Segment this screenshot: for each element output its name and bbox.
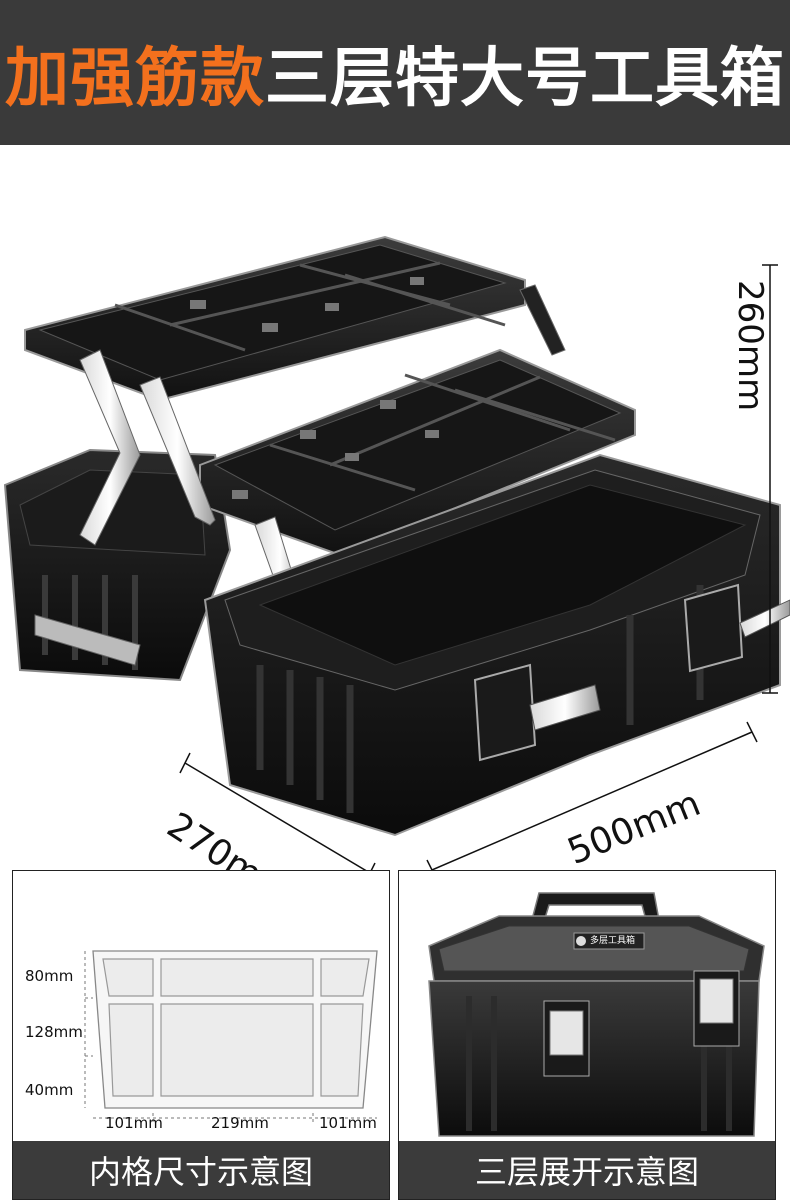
title-main-text: 三层特大号工具箱 <box>265 41 785 116</box>
col-label-right: 101mm <box>319 1114 377 1132</box>
row-label-bottom: 40mm <box>25 1081 74 1099</box>
closed-toolbox-panel: 多层工具箱 三层展开示意图 <box>398 870 776 1200</box>
compartment-caption: 内格尺寸示意图 <box>13 1141 389 1199</box>
compartment-diagram <box>84 950 378 1123</box>
col-label-left: 101mm <box>105 1114 163 1132</box>
title-accent-text: 加强筋款 <box>5 41 265 116</box>
col-label-center: 219mm <box>211 1114 269 1132</box>
row-label-top: 80mm <box>25 967 74 985</box>
closed-toolbox-image <box>428 892 765 1137</box>
compartment-diagram-panel: 80mm 128mm 40mm 101mm 219mm 101mm 内格尺寸示意… <box>12 870 390 1200</box>
product-illustration: 260mm 270mm 500mm <box>0 145 790 915</box>
badge-text: 多层工具箱 <box>590 936 636 946</box>
page-title: 加强筋款三层特大号工具箱 <box>0 0 790 145</box>
open-toolbox-image <box>3 235 790 884</box>
title-banner <box>0 0 790 145</box>
row-label-middle: 128mm <box>25 1023 83 1041</box>
height-label: 260mm <box>730 280 770 412</box>
closed-panel-caption: 三层展开示意图 <box>399 1141 775 1199</box>
